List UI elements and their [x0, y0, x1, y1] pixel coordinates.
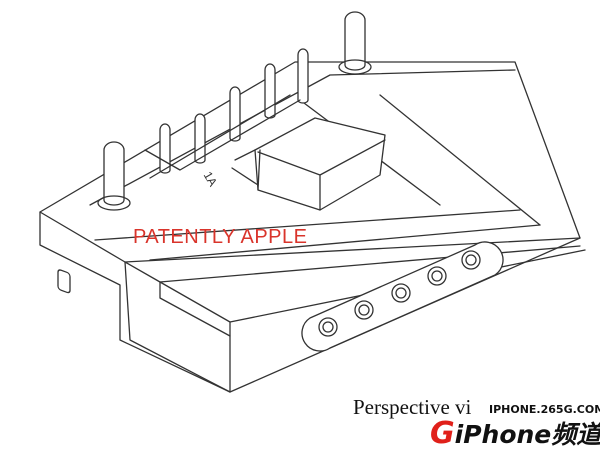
pins	[97, 11, 372, 211]
logo-url: IPHONE.265G.COM	[487, 403, 600, 416]
contact-strip	[301, 241, 504, 352]
side-slot	[57, 269, 71, 294]
logo-prefix: G	[430, 416, 455, 450]
latch-block	[231, 117, 386, 211]
site-logo: GiPhone频道	[430, 415, 600, 450]
figure-caption: Perspective vi	[353, 395, 472, 419]
logo-name: iPhone频道	[454, 420, 600, 449]
watermark: PATENTLY APPLE	[133, 226, 308, 248]
